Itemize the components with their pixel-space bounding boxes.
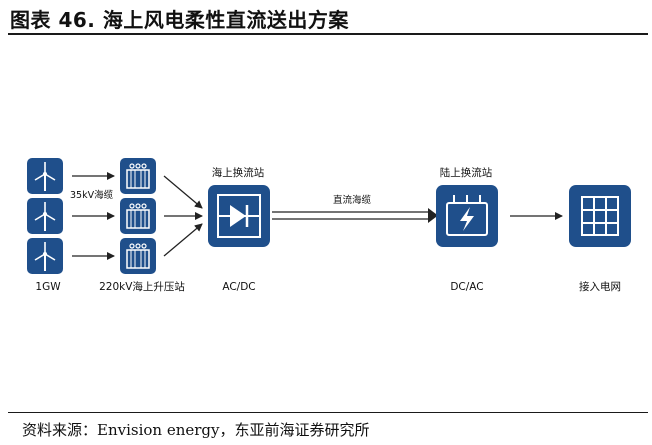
title-divider bbox=[8, 33, 648, 35]
onshore-converter-type: DC/AC bbox=[450, 281, 483, 293]
wind-capacity-label: 1GW bbox=[35, 281, 61, 293]
grid-icon bbox=[569, 185, 631, 247]
wind-turbine-icon bbox=[26, 237, 64, 275]
dc-cable-label: 直流海缆 bbox=[333, 194, 372, 206]
source-divider bbox=[8, 412, 648, 413]
offshore-converter-type: AC/DC bbox=[222, 281, 255, 293]
transformer-icon bbox=[119, 157, 157, 195]
arrow bbox=[163, 175, 203, 209]
figure-title: 图表 46. 海上风电柔性直流送出方案 bbox=[10, 8, 349, 32]
cable-35kv-label: 35kV海缆 bbox=[70, 189, 114, 201]
wind-turbine-icon bbox=[26, 157, 64, 195]
inverter-icon bbox=[436, 185, 498, 247]
wind-turbine-icon bbox=[26, 197, 64, 235]
offshore-converter-title: 海上换流站 bbox=[212, 166, 265, 179]
source-note: 资料来源：Envision energy，东亚前海证券研究所 bbox=[22, 421, 370, 439]
rectifier-icon bbox=[208, 185, 270, 247]
onshore-converter-title: 陆上换流站 bbox=[440, 166, 493, 179]
grid-connection-label: 接入电网 bbox=[579, 280, 621, 293]
transformer-icon bbox=[119, 197, 157, 235]
arrow bbox=[163, 223, 203, 257]
arrow bbox=[428, 208, 438, 223]
transformer-icon bbox=[119, 237, 157, 275]
offshore-booster-label: 220kV海上升压站 bbox=[99, 280, 185, 293]
